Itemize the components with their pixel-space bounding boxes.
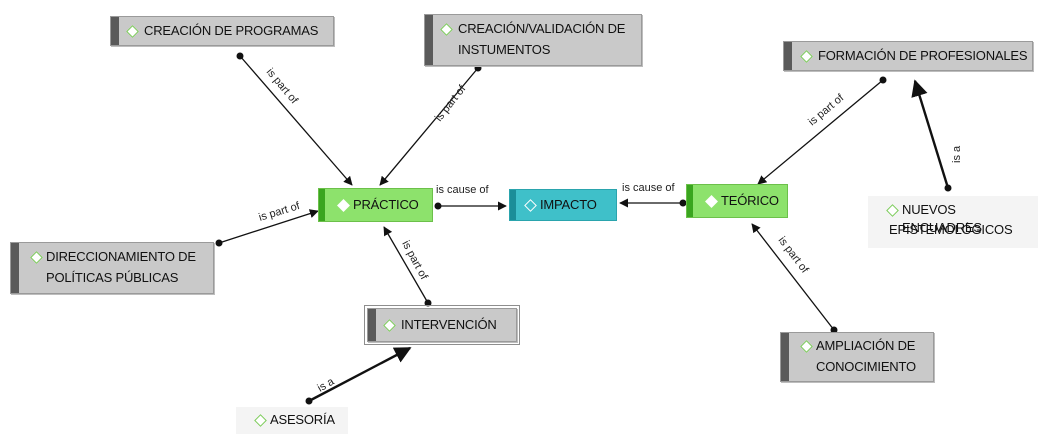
link-nuevos-formacion <box>911 79 950 189</box>
node-label: IMPACTO <box>540 197 597 212</box>
link-start-dot <box>944 184 952 192</box>
rel-label-formacion: is part of <box>806 91 847 128</box>
node-creacion-programas[interactable]: CREACIÓN DE PROGRAMAS <box>110 16 334 46</box>
node-nuevos-encuadres[interactable]: NUEVOS ENCUADRES EPISTEMOLÓGICOS <box>868 196 1038 248</box>
link-start-dot <box>424 299 432 307</box>
concept-diamond-icon <box>886 204 899 217</box>
rel-label-nuevos: is a <box>951 145 963 163</box>
node-label-line2: INSTUMENTOS <box>458 42 551 57</box>
rel-label-programas: is part of <box>264 66 301 107</box>
node-bar <box>425 15 433 65</box>
concept-diamond-icon <box>800 50 813 63</box>
link-programas-practico <box>239 55 353 186</box>
rel-label-ampliacion: is part of <box>776 235 812 277</box>
node-bar <box>687 185 693 217</box>
link-instrumentos-practico <box>379 67 479 186</box>
node-direccionamiento[interactable]: DIRECCIONAMIENTO DE POLÍTICAS PÚBLICAS <box>10 242 214 294</box>
link-start-dot <box>474 64 482 72</box>
node-teorico[interactable]: TEÓRICO <box>686 184 788 218</box>
node-intervencion[interactable]: INTERVENCIÓN <box>364 305 520 345</box>
concept-diamond-icon <box>337 199 350 212</box>
node-bar <box>111 17 119 45</box>
node-formacion[interactable]: FORMACIÓN DE PROFESIONALES <box>783 41 1033 71</box>
node-bar <box>781 333 789 381</box>
rel-label-practico-impacto: is cause of <box>436 184 490 196</box>
node-label-line1: DIRECCIONAMIENTO DE <box>46 249 196 264</box>
concept-diamond-icon <box>383 319 396 332</box>
node-label-line1: NUEVOS ENCUADRES <box>902 202 982 235</box>
link-start-dot <box>215 239 223 247</box>
link-intervencion-practico <box>383 226 429 304</box>
link-start-dot <box>879 76 887 84</box>
node-impacto[interactable]: IMPACTO <box>509 189 617 221</box>
node-asesoria[interactable]: ASESORÍA <box>236 407 348 434</box>
node-label: TEÓRICO <box>721 193 779 208</box>
node-bar <box>319 189 325 221</box>
node-bar <box>368 309 376 341</box>
link-ampliacion-teorico <box>751 223 835 331</box>
link-direccionamiento-practico <box>218 209 319 244</box>
node-bar <box>784 42 792 70</box>
link-start-dot <box>679 199 687 207</box>
node-label-line2: CONOCIMIENTO <box>816 359 916 374</box>
link-start-dot <box>305 397 313 405</box>
node-bar <box>510 190 516 220</box>
link-start-dot <box>830 326 838 334</box>
node-label: PRÁCTICO <box>353 197 419 212</box>
node-label: CREACIÓN DE PROGRAMAS <box>144 23 319 38</box>
rel-label-asesoria: is a <box>316 375 338 394</box>
node-label: FORMACIÓN DE PROFESIONALES <box>818 48 1028 63</box>
node-practico[interactable]: PRÁCTICO <box>318 188 433 222</box>
link-start-dot <box>236 52 244 60</box>
concept-diamond-icon <box>800 340 813 353</box>
concept-diamond-icon <box>705 195 718 208</box>
link-asesoria-intervencion <box>308 346 412 403</box>
concept-diamond-icon <box>524 199 537 212</box>
node-label-line2: EPISTEMOLÓGICOS <box>889 222 1013 237</box>
node-ampliacion[interactable]: AMPLIACIÓN DE CONOCIMIENTO <box>780 332 934 382</box>
link-start-dot <box>434 202 442 210</box>
node-label-line1: CREACIÓN/VALIDACIÓN DE <box>458 21 626 36</box>
node-label: INTERVENCIÓN <box>401 317 497 332</box>
concept-diamond-icon <box>440 23 453 36</box>
link-formacion-teorico <box>757 79 884 185</box>
rel-label-instrumentos: is part of <box>433 82 469 123</box>
rel-label-teorico-impacto: is cause of <box>622 182 676 194</box>
concept-diamond-icon <box>126 25 139 38</box>
concept-diamond-icon <box>30 251 43 264</box>
node-label: ASESORÍA <box>270 412 335 427</box>
rel-label-direccionamiento: is part of <box>257 200 302 224</box>
node-creacion-validacion[interactable]: CREACIÓN/VALIDACIÓN DE INSTUMENTOS <box>424 14 642 66</box>
node-label-line1: AMPLIACIÓN DE <box>816 338 916 353</box>
node-bar <box>11 243 19 293</box>
concept-diamond-icon <box>254 414 267 427</box>
node-label-line2: POLÍTICAS PÚBLICAS <box>46 270 179 285</box>
